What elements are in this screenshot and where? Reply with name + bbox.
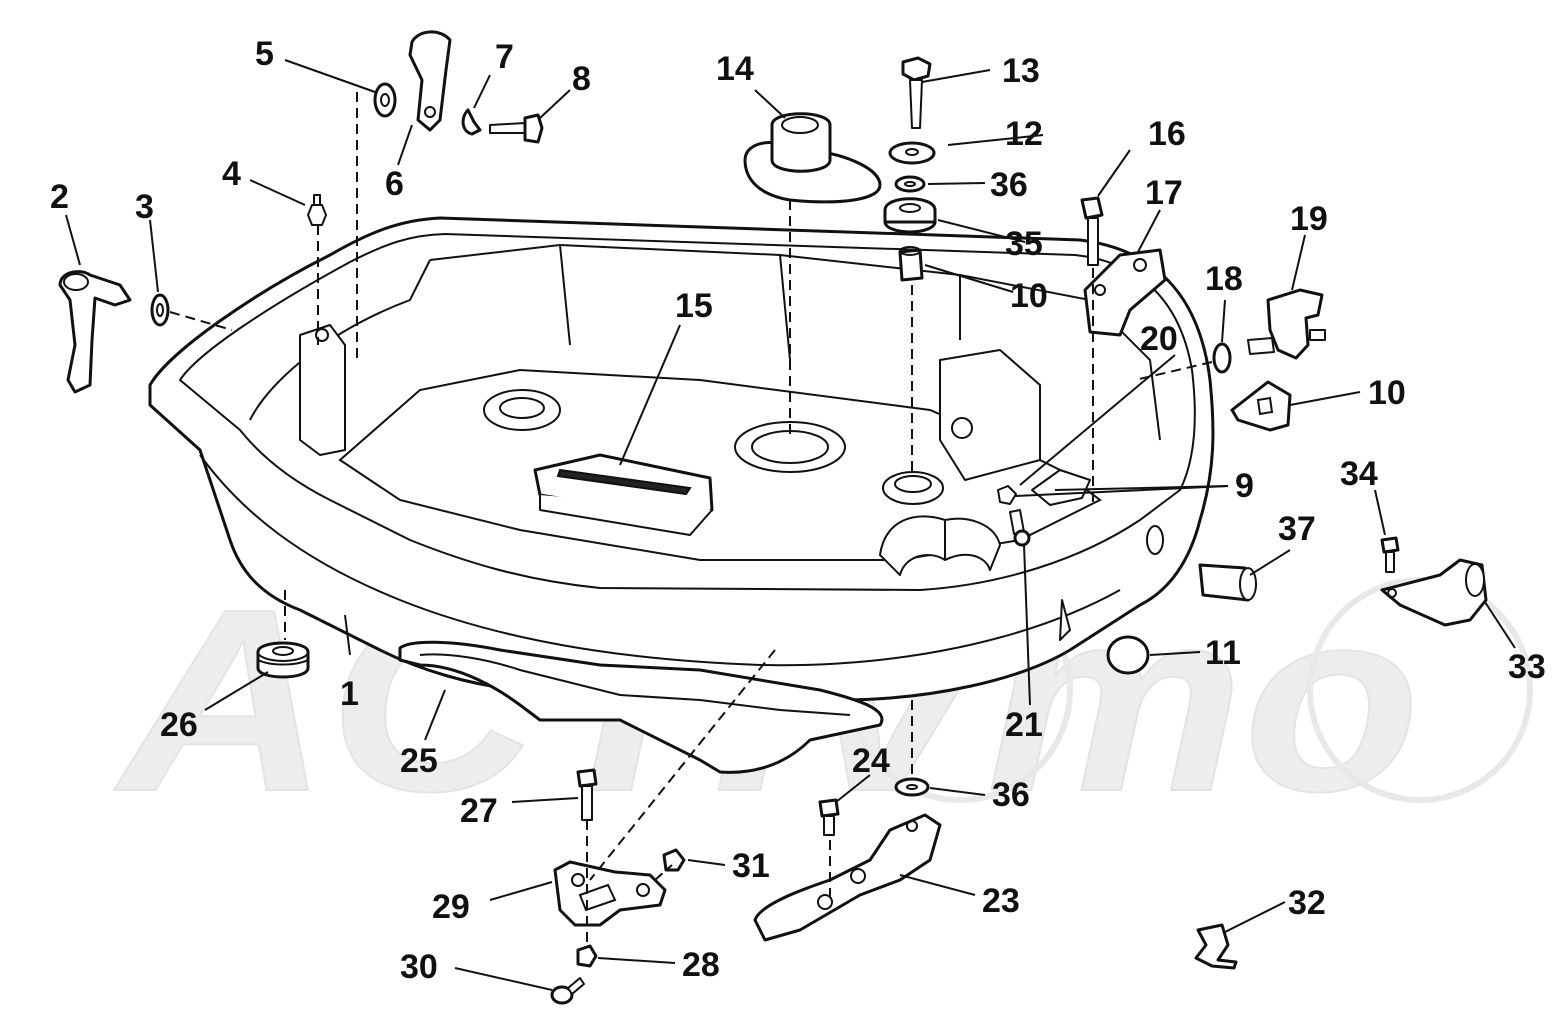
callout-2: 2 [50,178,69,216]
cover-half-pipe [879,515,1001,576]
callout-37: 37 [1278,510,1316,548]
callout-34: 34 [1340,455,1378,493]
part-17-bracket [1083,248,1167,337]
cover-right-block [939,349,1041,481]
callout-18: 18 [1205,260,1243,298]
callout-26: 26 [160,706,198,744]
part-12-washer [888,141,936,165]
callout-32: 32 [1288,884,1326,922]
callout-36a: 36 [990,166,1028,204]
part-19-latch [1247,288,1326,360]
part-7-clip [461,108,482,136]
callout-28: 28 [682,946,720,984]
part-21-stud [1009,509,1031,547]
cover-right-boss-hole [894,475,932,493]
part-33-bracket [1380,558,1488,627]
callout-labels: 1 2 3 4 5 6 7 8 9 10 10 11 12 13 14 15 1… [50,35,1546,986]
part-6-latch-plate [408,30,452,132]
part-16-bolt [1080,196,1104,266]
part-27-bolt [576,768,598,821]
part-11-plug [1106,635,1150,675]
part-10-clip-right [1230,380,1292,432]
part-4-grease-fitting [307,194,327,226]
callout-25: 25 [400,742,438,780]
cover-skirt-line [199,454,1121,667]
callout-1: 1 [340,675,359,713]
callout-31: 31 [732,847,770,885]
part-36-washer-top [894,175,926,193]
callout-5: 5 [255,35,274,73]
callout-16: 16 [1148,115,1186,153]
callout-17: 17 [1145,174,1183,212]
callout-35: 35 [1005,225,1043,263]
part-34-bolt [1380,536,1400,573]
cover-side-notch [1059,599,1071,641]
part-5-washer [373,82,397,118]
callout-30: 30 [400,948,438,986]
part-29-mount [553,860,667,927]
part-3-washer [150,293,170,327]
callout-24: 24 [852,742,890,780]
part-26-grommet [256,641,310,679]
cover-oval-opening [734,421,846,473]
callout-9: 9 [1235,467,1254,505]
leader-lines [65,59,1516,991]
cover-left-bracket [299,324,346,456]
callout-27: 27 [460,792,498,830]
cover-side-hole [1146,525,1164,555]
callout-15: 15 [675,287,713,325]
callout-11: 11 [1205,634,1241,672]
block-hole [951,417,973,439]
callout-10a: 10 [1010,277,1048,315]
cover-left-boss [483,389,561,431]
callout-19: 19 [1290,200,1328,238]
part-14-grommet [743,112,882,204]
callout-21: 21 [1005,706,1043,744]
part-30-screw [550,977,585,1005]
callout-12: 12 [1005,115,1043,153]
callout-36b: 36 [992,776,1030,814]
part-24-bolt [818,798,840,836]
callout-13: 13 [1002,52,1040,90]
alignment-lines [169,92,1213,945]
callout-14: 14 [716,50,754,88]
callout-33: 33 [1508,648,1546,686]
part-8-screw [489,113,544,144]
callout-23: 23 [982,882,1020,920]
callout-4: 4 [222,155,241,193]
part-13-bolt [901,56,932,129]
part-32-clip [1194,923,1238,970]
part-31-nut [662,848,686,872]
callout-8: 8 [572,60,591,98]
part-35-grommet [883,197,937,234]
cover-left-boss-hole [499,397,545,419]
part-25-seal [398,640,884,774]
part-37-plug [1198,563,1257,602]
part-10-sleeve-top [898,246,924,282]
part-2-lever [58,270,132,394]
part-15-vent-grille [533,453,714,536]
callout-7: 7 [495,38,514,76]
callout-29: 29 [432,888,470,926]
lower-cover [148,216,1215,702]
part-28-nut [576,944,598,968]
callout-10b: 10 [1368,374,1406,412]
part-36-washer-bottom [894,777,930,797]
callout-3: 3 [135,188,154,226]
callout-6: 6 [385,165,404,203]
callout-20: 20 [1140,320,1178,358]
part-18-washer [1212,342,1232,374]
